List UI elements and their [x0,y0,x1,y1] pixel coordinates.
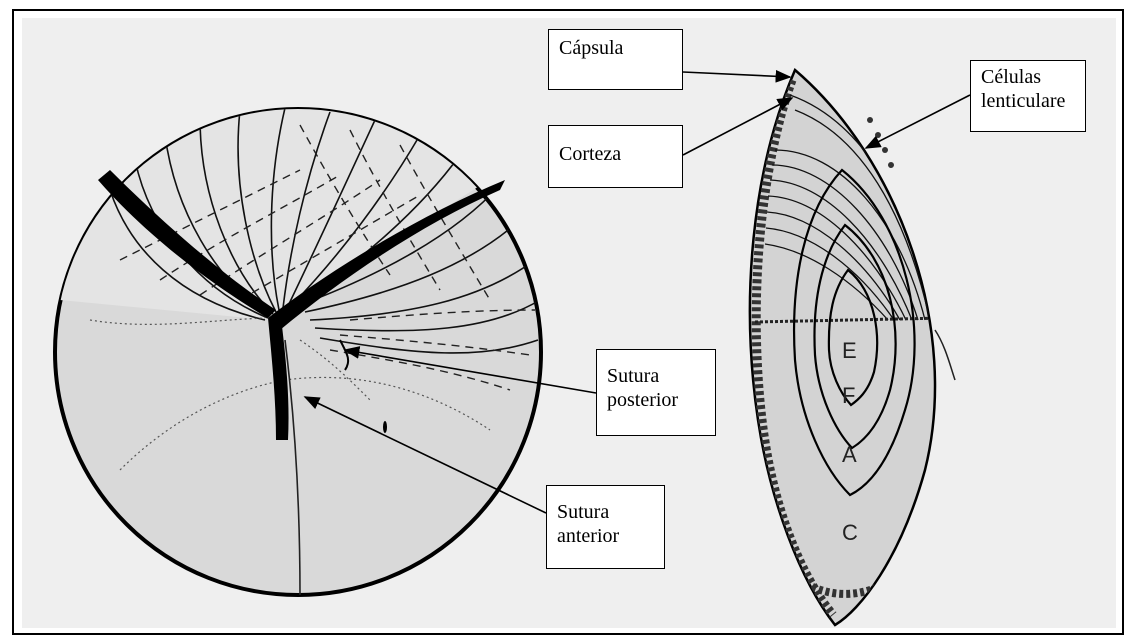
label-corteza: Corteza [548,125,683,188]
label-sutura-posterior: Sutura posterior [596,349,716,436]
zone-letter-c: C [842,520,858,545]
zone-letter-f: F [842,383,855,408]
label-sutura-posterior-line2: posterior [607,388,705,412]
label-sutura-anterior-line1: Sutura [557,500,654,524]
label-corteza-text: Corteza [559,142,672,166]
label-celulas-lenticulares: Células lenticulare [970,60,1086,132]
celulas-arrow [866,95,970,148]
lens-sphere-diagram [55,100,541,595]
zone-letter-e: E [842,338,857,363]
label-sutura-anterior: Sutura anterior [546,485,665,569]
label-capsula: Cápsula [548,29,683,90]
zone-letter-a: A [842,442,857,467]
label-sutura-posterior-line1: Sutura [607,364,705,388]
label-celulas-line1: Células [981,65,1075,89]
lens-cross-section: E F A C [750,70,955,625]
capsula-arrow [683,72,790,77]
label-capsula-text: Cápsula [559,36,672,60]
label-celulas-line2: lenticulare [981,89,1075,113]
label-sutura-anterior-line2: anterior [557,524,654,548]
